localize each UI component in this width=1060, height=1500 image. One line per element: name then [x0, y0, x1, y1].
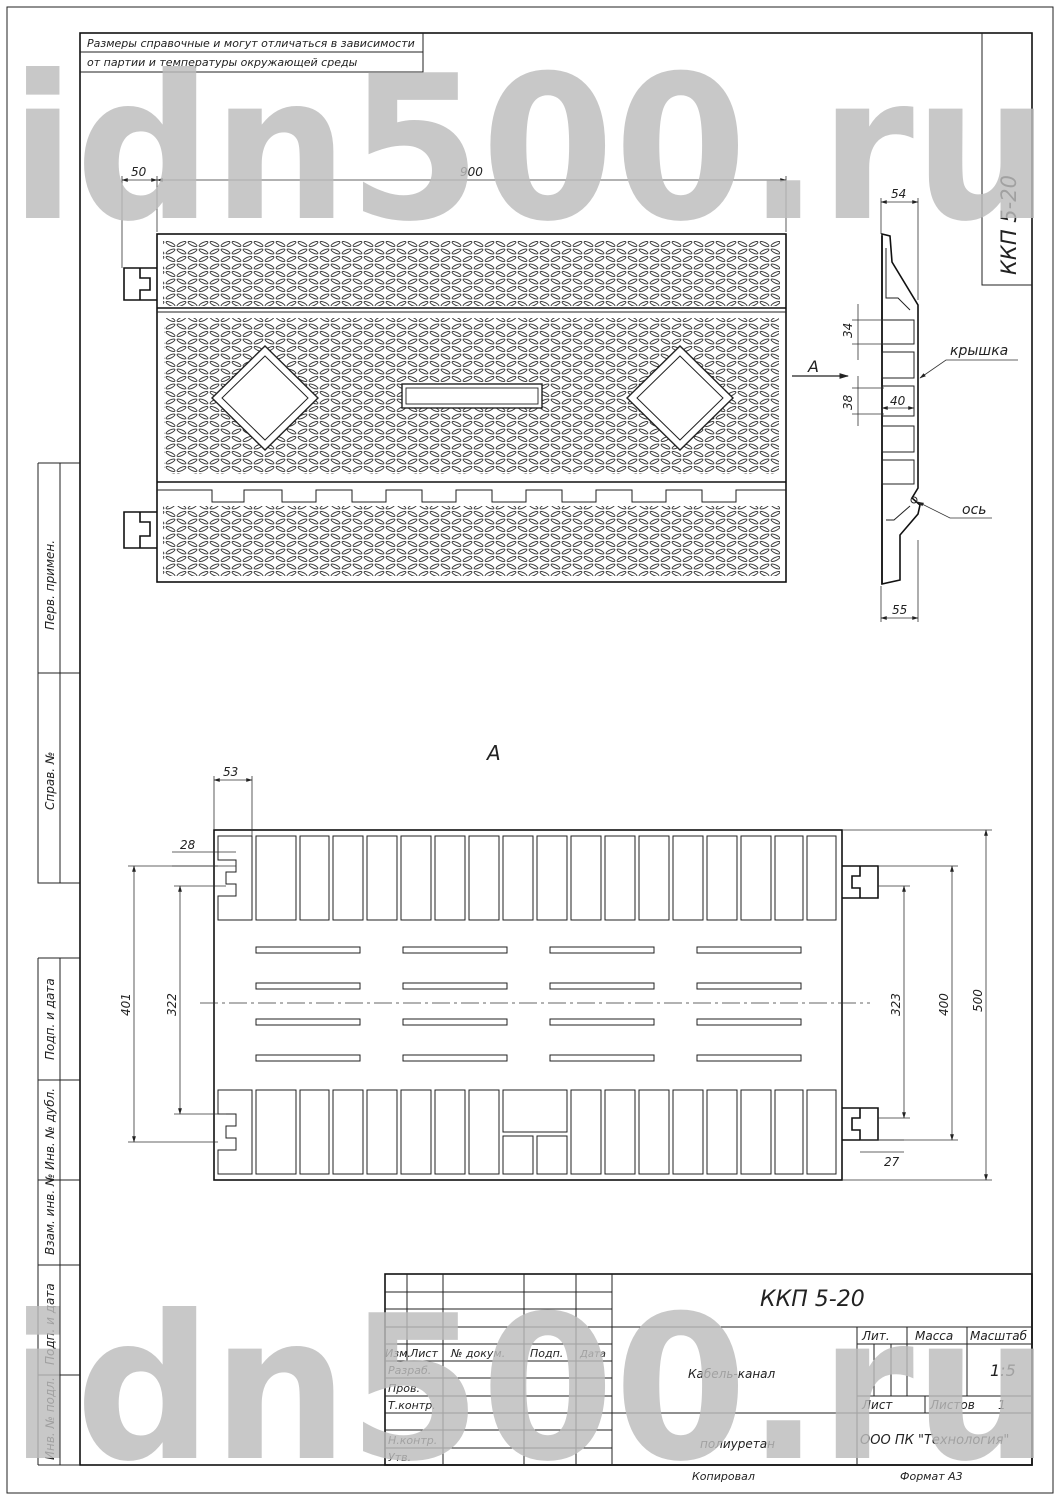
- dim-400: 400: [937, 993, 951, 1016]
- dim-40: 40: [890, 394, 906, 408]
- dim-53: 53: [223, 765, 238, 779]
- stamp-inv-podl: Инв. № подл.: [43, 1377, 57, 1460]
- arrow-label: А: [807, 357, 819, 376]
- dim-322: 322: [165, 993, 179, 1016]
- tb-massa: Масса: [915, 1329, 953, 1343]
- stamp-sprav: Справ. №: [43, 752, 57, 810]
- dim-54: 54: [891, 187, 906, 201]
- top-view: 50 900: [121, 165, 787, 583]
- note-line-2: от партии и температуры окружающей среды: [87, 56, 358, 69]
- view-arrow: А: [792, 357, 849, 379]
- dim-900: 900: [460, 165, 483, 179]
- label-cover: крышка: [950, 343, 1008, 359]
- stamp-perv-primen: Перв. примен.: [43, 540, 57, 630]
- designation-corner-box: ККП 5-20: [981, 33, 1032, 286]
- tb-masshtab: Масштаб: [970, 1329, 1028, 1343]
- dim-323: 323: [889, 993, 903, 1016]
- view-a-label: А: [485, 741, 501, 765]
- tb-sheets: Листов: [929, 1398, 975, 1412]
- tb-prov: Пров.: [388, 1382, 420, 1395]
- tb-razrab: Разраб.: [388, 1364, 431, 1377]
- tb-sheet: Лист: [861, 1398, 893, 1412]
- tb-izm: Изм.: [385, 1347, 411, 1360]
- tb-designation: ККП 5-20: [760, 1287, 865, 1312]
- stamp-vzam-inv: Взам. инв. №: [43, 1174, 57, 1255]
- dim-500: 500: [971, 989, 985, 1012]
- dim-27: 27: [884, 1155, 900, 1169]
- watermark-bottom: idn500.ru: [10, 1273, 1050, 1500]
- tb-lit: Лит.: [861, 1329, 890, 1343]
- side-profile: 54 34 38 40 55 крышка ось: [841, 187, 1018, 622]
- tb-podp: Подп.: [530, 1347, 563, 1360]
- dim-55: 55: [892, 603, 907, 617]
- stamp-podp-data-2: Подп. и дата: [43, 1283, 57, 1365]
- corner-designation: ККП 5-20: [997, 175, 1021, 275]
- tb-scale: 1:5: [990, 1361, 1016, 1380]
- tb-material: полиуретан: [700, 1437, 775, 1451]
- tb-company: ООО ПК "Технология": [860, 1433, 1009, 1448]
- tb-name: Кабель-канал: [688, 1367, 776, 1381]
- tb-tkontr: Т.контр.: [388, 1399, 436, 1412]
- note-line-1: Размеры справочные и могут отличаться в …: [87, 37, 415, 50]
- bottom-view: 53 28 401 322 323 400 500 27: [119, 765, 992, 1181]
- tb-format: Формат А3: [900, 1470, 963, 1483]
- watermark-top: idn500.ru: [10, 33, 1050, 266]
- dim-28: 28: [180, 838, 196, 852]
- tb-list: Лист: [409, 1347, 438, 1360]
- tb-utv: Утв.: [388, 1451, 411, 1464]
- dim-38: 38: [841, 394, 855, 410]
- stamp-podp-data-1: Подп. и дата: [43, 978, 57, 1060]
- tb-doc: № докум.: [450, 1347, 505, 1360]
- watermark-group: idn500.ru idn500.ru: [10, 33, 1050, 1500]
- dim-50: 50: [131, 165, 147, 179]
- side-stamp: Перв. примен. Справ. № Подп. и дата Инв.…: [37, 462, 80, 1466]
- tb-copied: Копировал: [692, 1470, 755, 1483]
- tb-sheets-count: 1: [998, 1398, 1006, 1412]
- title-block: Изм. Лист № докум. Подп. Дата Разраб. Пр…: [384, 1273, 1033, 1483]
- label-axis: ось: [962, 502, 987, 518]
- dim-401: 401: [119, 993, 133, 1016]
- stamp-inv-dubl: Инв. № дубл.: [43, 1088, 57, 1170]
- tb-data: Дата: [579, 1349, 606, 1360]
- tb-nkontr: Н.контр.: [388, 1434, 437, 1447]
- dim-34: 34: [841, 323, 855, 338]
- reference-note: Размеры справочные и могут отличаться в …: [80, 33, 424, 73]
